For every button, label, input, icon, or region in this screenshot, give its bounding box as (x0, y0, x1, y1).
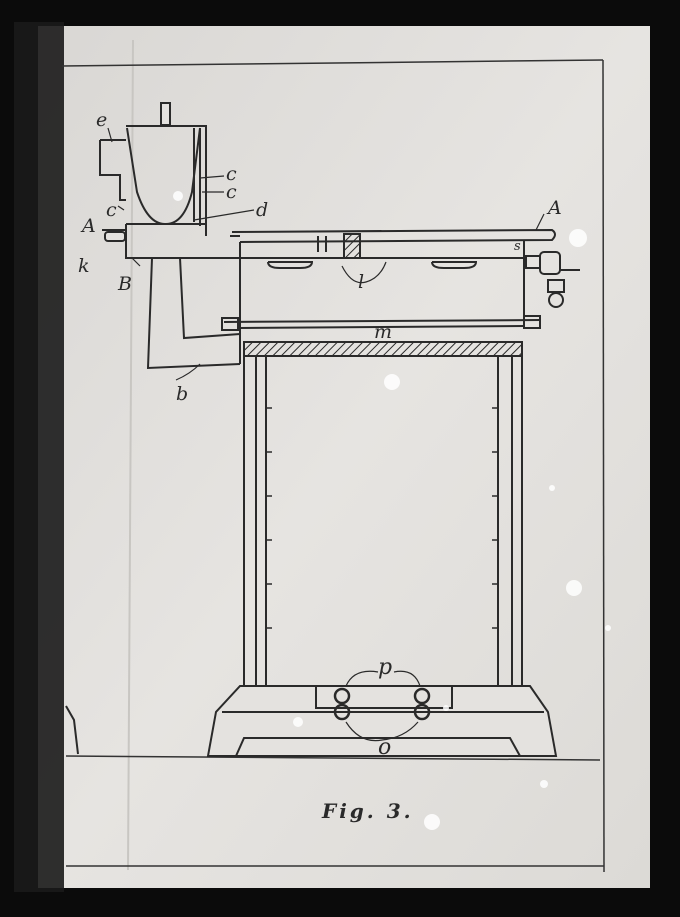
oven-body (243, 356, 523, 686)
label-c-2: c (226, 181, 237, 203)
cross-bar-m (221, 315, 541, 331)
funnel-e (99, 139, 126, 231)
label-l: l (358, 271, 364, 293)
housing-B (104, 224, 240, 259)
label-c-1: c (226, 163, 237, 185)
label-e: e (96, 109, 107, 131)
valve-s (525, 251, 580, 308)
top-plate-A (231, 228, 556, 364)
label-b: b (176, 383, 188, 405)
label-p: p (378, 655, 392, 680)
firebox-l (240, 233, 524, 269)
rollers (333, 687, 431, 721)
label-d: d (256, 199, 268, 221)
label-B: B (117, 273, 132, 295)
dust-specks (173, 191, 611, 830)
paper-fold (127, 39, 134, 871)
oven-base (206, 685, 558, 757)
label-k: k (78, 255, 90, 277)
label-A-left: A (80, 215, 96, 237)
label-s: s (514, 239, 521, 254)
label-m: m (374, 321, 392, 343)
hopper-chute (126, 102, 207, 226)
partial-object (65, 705, 79, 755)
leader-lines (107, 127, 545, 742)
label-c-3: c (106, 199, 117, 221)
ground-line (65, 755, 601, 761)
figure-caption: Fig. 3. (321, 799, 414, 823)
downpipe-b (146, 257, 241, 370)
film-edge-band (14, 22, 64, 892)
label-o: o (378, 735, 391, 760)
drawing-border (61, 59, 605, 873)
hatched-plate (243, 341, 523, 357)
label-A-right: A (546, 197, 562, 219)
